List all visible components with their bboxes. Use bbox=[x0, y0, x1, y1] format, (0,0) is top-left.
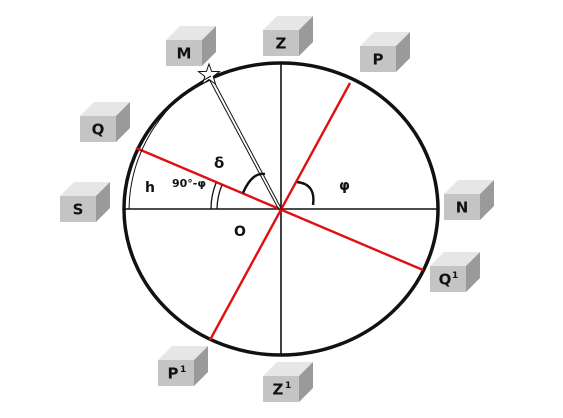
box-side bbox=[194, 346, 208, 386]
box-front bbox=[263, 30, 299, 56]
box-top bbox=[80, 102, 130, 116]
label-box-n: N bbox=[444, 180, 494, 220]
box-front bbox=[60, 196, 96, 222]
box-label: N bbox=[456, 199, 469, 217]
box-top bbox=[158, 346, 208, 360]
box-side bbox=[480, 180, 494, 220]
box-side bbox=[299, 362, 313, 402]
box-side bbox=[396, 32, 410, 72]
label-box-q: Q bbox=[80, 102, 130, 142]
label-box-z: Z bbox=[263, 16, 313, 56]
box-top bbox=[430, 252, 480, 266]
box-top bbox=[444, 180, 494, 194]
box-label: Q bbox=[92, 121, 105, 139]
box-front bbox=[444, 194, 480, 220]
box-front bbox=[263, 376, 299, 402]
declination-label: δ bbox=[214, 154, 224, 172]
box-top bbox=[166, 26, 216, 40]
colatitude-arc-outer bbox=[210, 182, 217, 210]
box-label: Z bbox=[273, 381, 284, 399]
celestial-axis-line bbox=[208, 82, 352, 341]
box-label: Q bbox=[439, 271, 452, 289]
box-front bbox=[158, 360, 194, 386]
center-label: O bbox=[234, 224, 246, 240]
box-side bbox=[202, 26, 216, 66]
star-ray-a bbox=[210, 75, 283, 211]
box-superscript: 1 bbox=[285, 381, 291, 391]
latitude-label: φ bbox=[339, 178, 350, 194]
box-front bbox=[166, 40, 202, 66]
box-top bbox=[263, 16, 313, 30]
star-icon bbox=[197, 62, 221, 86]
declination-arc bbox=[241, 172, 266, 194]
box-side bbox=[96, 182, 110, 222]
colatitude-arc-inner bbox=[216, 184, 223, 210]
box-label: P bbox=[168, 365, 179, 383]
box-side bbox=[299, 16, 313, 56]
latitude-arc bbox=[296, 180, 315, 206]
altitude-arc bbox=[128, 75, 212, 210]
box-top bbox=[263, 362, 313, 376]
celestial-equator-line bbox=[135, 146, 424, 272]
box-top bbox=[60, 182, 110, 196]
box-label: S bbox=[73, 201, 84, 219]
box-top bbox=[360, 32, 410, 46]
label-box-m: M bbox=[166, 26, 216, 66]
box-front bbox=[80, 116, 116, 142]
box-front bbox=[430, 266, 466, 292]
altitude-label: h bbox=[145, 180, 155, 196]
box-label: Z bbox=[276, 35, 287, 53]
box-superscript: 1 bbox=[180, 365, 186, 375]
box-front bbox=[360, 46, 396, 72]
label-box-p: P bbox=[360, 32, 410, 72]
label-box-s: S bbox=[60, 182, 110, 222]
box-side bbox=[466, 252, 480, 292]
box-superscript: 1 bbox=[452, 271, 458, 281]
box-side bbox=[116, 102, 130, 142]
box-label: P bbox=[373, 51, 384, 69]
star-ray-b bbox=[207, 76, 280, 211]
box-label: M bbox=[177, 45, 192, 63]
colatitude-label: 90°-φ bbox=[172, 177, 206, 190]
